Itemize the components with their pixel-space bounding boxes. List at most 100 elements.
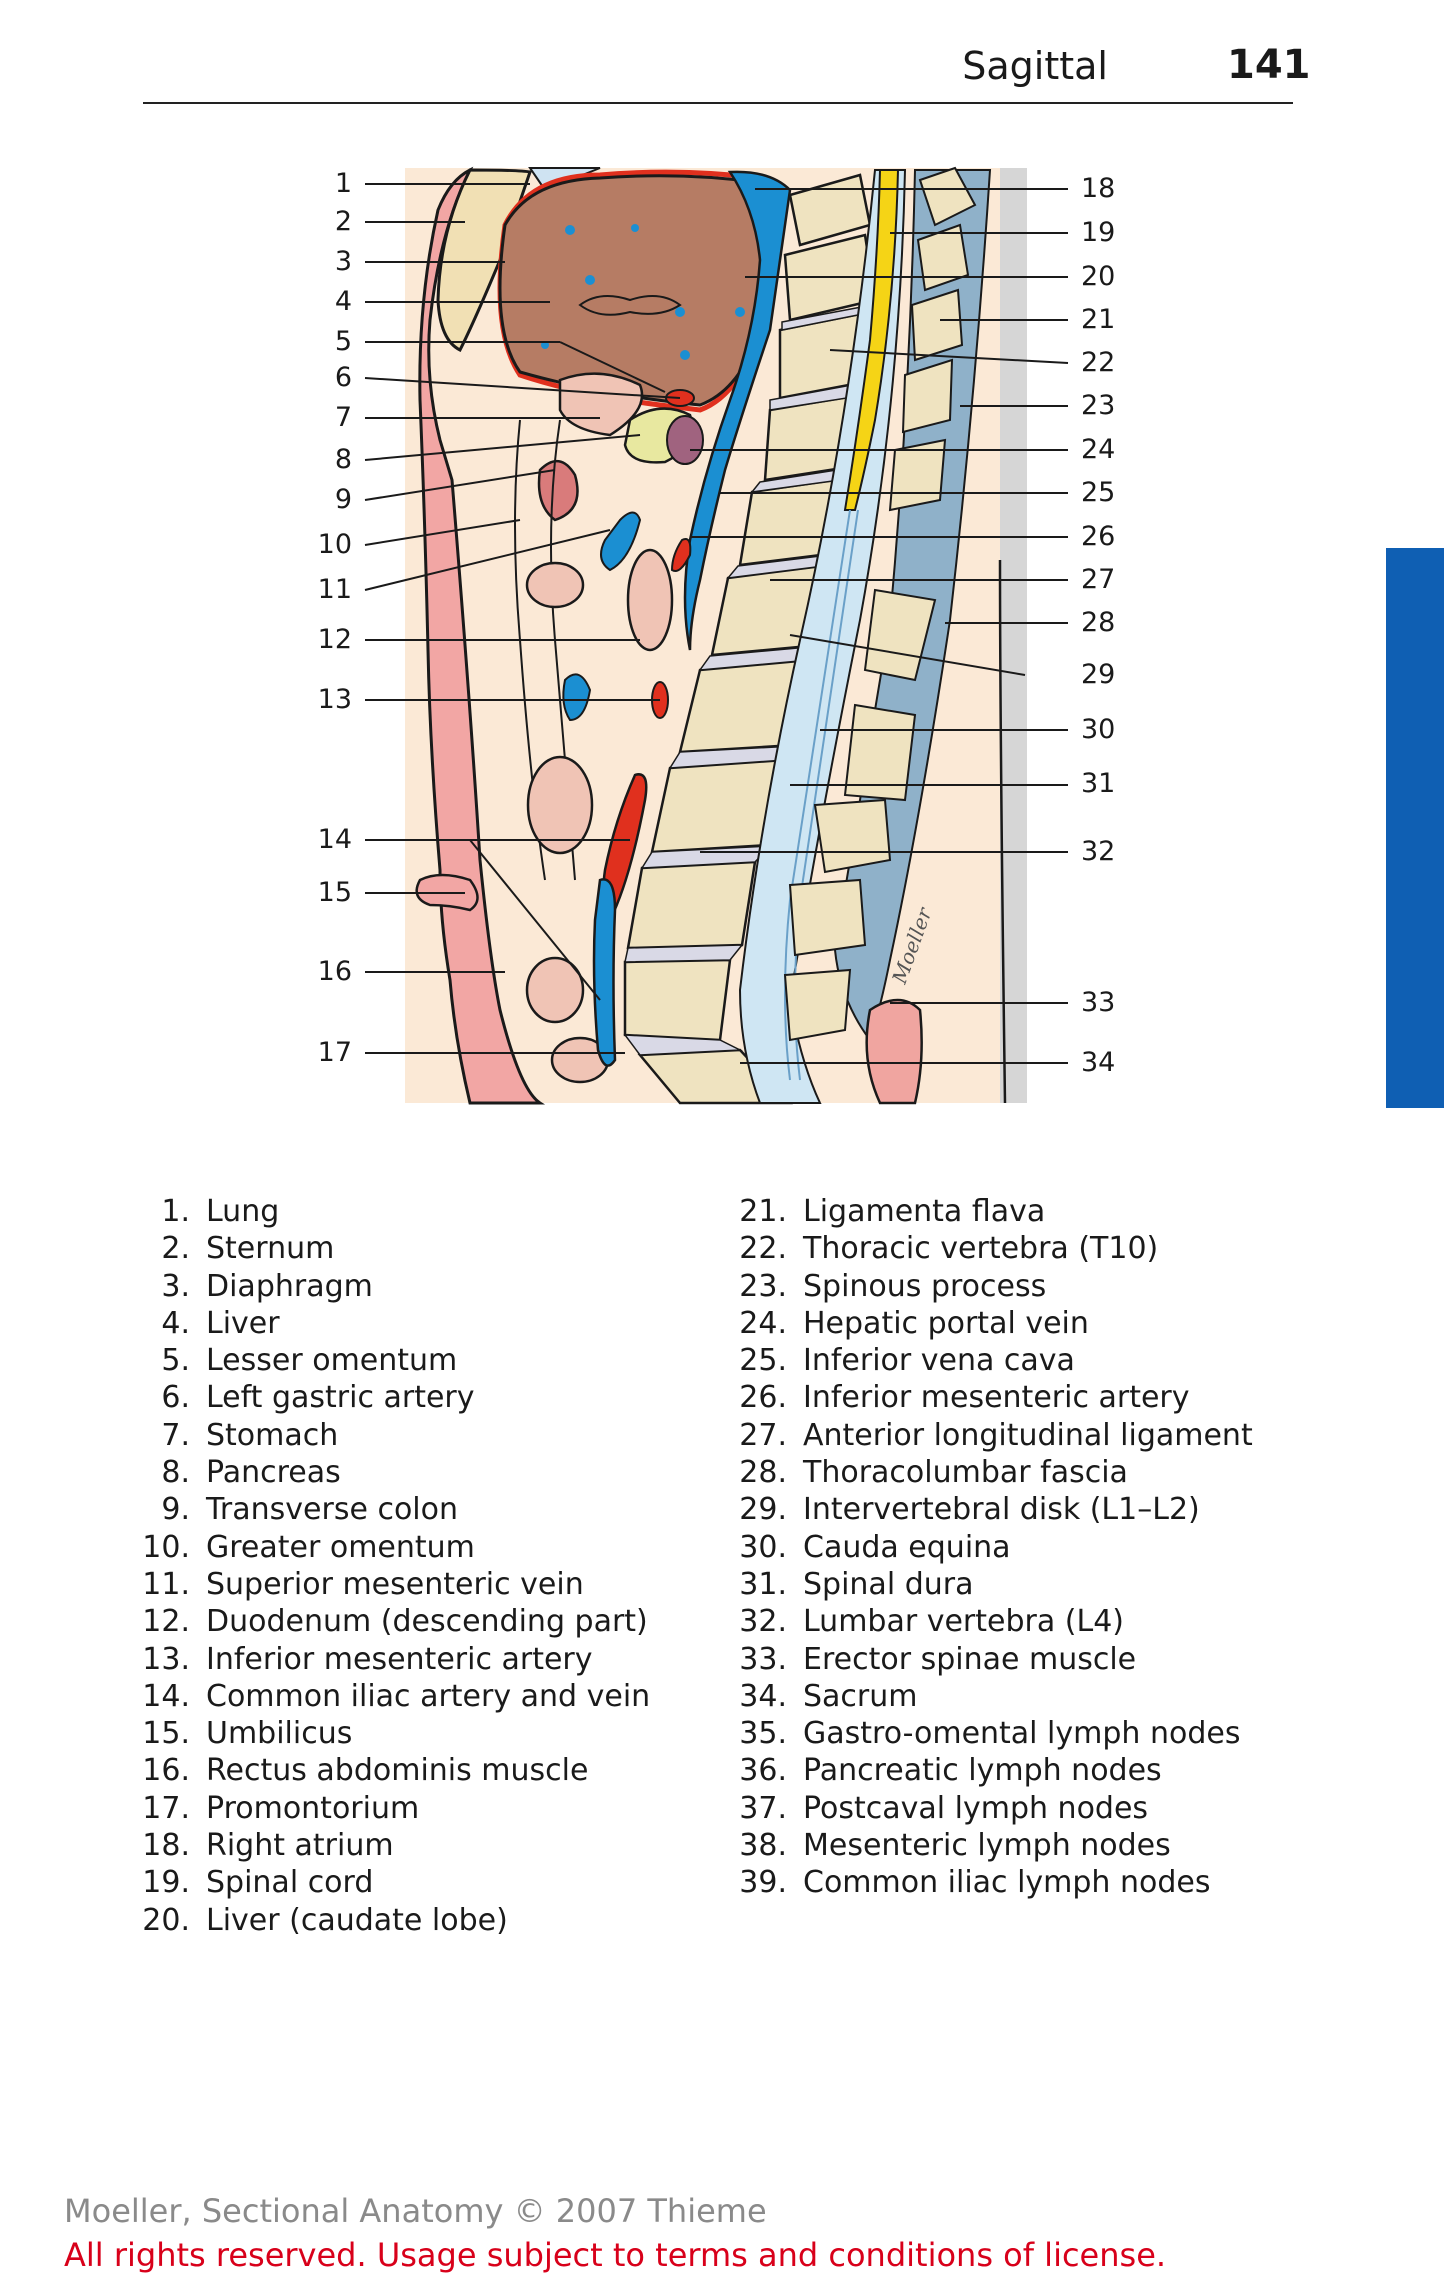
figure-label-11: 11 bbox=[317, 574, 352, 605]
legend-number: 21. bbox=[739, 1194, 787, 1229]
figure-label-26: 26 bbox=[1081, 521, 1116, 552]
leader-line bbox=[469, 839, 601, 1001]
legend-text: Inferior mesenteric artery bbox=[803, 1380, 1190, 1416]
legend-text: Spinous process bbox=[803, 1268, 1047, 1304]
legend-number: 13. bbox=[142, 1641, 190, 1677]
legend-item: 4.Liver bbox=[128, 1305, 650, 1342]
legend-item: 38.Mesenteric lymph nodes bbox=[725, 1827, 1253, 1864]
duodenum bbox=[626, 548, 674, 652]
intervertebral-disk bbox=[623, 1034, 743, 1056]
legend-item: 1.Lung bbox=[128, 1193, 650, 1230]
spinous-process bbox=[916, 223, 970, 292]
legend-number: 29. bbox=[739, 1492, 787, 1528]
figure-label-14: 14 bbox=[317, 824, 352, 855]
intervertebral-disk bbox=[624, 944, 744, 963]
superior-mesenteric-vein bbox=[600, 511, 642, 572]
figure-label-17: 17 bbox=[317, 1037, 352, 1068]
legend-text: Inferior mesenteric artery bbox=[206, 1641, 593, 1677]
mesenteric-vein bbox=[562, 673, 592, 722]
page-section-title: Sagittal bbox=[962, 44, 1108, 88]
cauda-equina bbox=[784, 509, 851, 1081]
common-iliac-vein bbox=[592, 878, 617, 1067]
figure-label-15: 15 bbox=[317, 877, 352, 908]
liver-vessel bbox=[565, 225, 575, 235]
legend-number: 10. bbox=[142, 1529, 190, 1565]
legend-item: 3.Diaphragm bbox=[128, 1268, 650, 1305]
inferior-mesenteric-artery-upper bbox=[670, 538, 692, 572]
legend-item: 26.Inferior mesenteric artery bbox=[725, 1379, 1253, 1416]
legend-item: 35.Gastro-omental lymph nodes bbox=[725, 1715, 1253, 1752]
legend-text: Hepatic portal vein bbox=[803, 1305, 1089, 1341]
chapter-tab bbox=[1386, 548, 1444, 1108]
spinous-process bbox=[783, 968, 852, 1042]
legend-item: 17.Promontorium bbox=[128, 1790, 650, 1827]
figure-label-27: 27 bbox=[1081, 564, 1116, 595]
legend-text: Liver (caudate lobe) bbox=[206, 1902, 508, 1938]
legend-item: 8.Pancreas bbox=[128, 1454, 650, 1491]
spinous-process bbox=[813, 798, 892, 874]
erector-spinae-muscle bbox=[865, 998, 923, 1105]
legend-item: 20.Liver (caudate lobe) bbox=[128, 1902, 650, 1939]
legend-column-1: 1.Lung 2.Sternum 3.Diaphragm 4.Liver 5.L… bbox=[128, 1193, 650, 1939]
liver-vessel bbox=[631, 224, 639, 232]
bowel-loop bbox=[525, 956, 585, 1024]
liver-vessel bbox=[675, 307, 685, 317]
legend-number: 23. bbox=[739, 1268, 787, 1304]
legend-number: 11. bbox=[142, 1566, 190, 1602]
legend-text: Erector spinae muscle bbox=[803, 1641, 1137, 1677]
figure-label-20: 20 bbox=[1081, 261, 1116, 292]
legend-item: 22.Thoracic vertebra (T10) bbox=[725, 1230, 1253, 1267]
spinous-processes bbox=[783, 166, 977, 1042]
legend-number: 31. bbox=[739, 1566, 787, 1602]
leader-line bbox=[789, 634, 1026, 676]
rights-notice: All rights reserved. Usage subject to te… bbox=[64, 2236, 1167, 2274]
figure-label-13: 13 bbox=[317, 684, 352, 715]
legend-text: Postcaval lymph nodes bbox=[803, 1790, 1149, 1826]
legend-number: 12. bbox=[142, 1604, 190, 1640]
legend-item: 27.Anterior longitudinal ligament bbox=[725, 1417, 1253, 1454]
legend-text: Stomach bbox=[206, 1417, 339, 1453]
spinous-process bbox=[788, 878, 867, 957]
legend-number: 33. bbox=[739, 1641, 787, 1677]
leader-line bbox=[364, 434, 641, 461]
legend-column-2: 21. Ligamenta flava 22.Thoracic vertebra … bbox=[725, 1193, 1253, 1902]
legend-text: Inferior vena cava bbox=[803, 1343, 1075, 1379]
legend-number: 16. bbox=[142, 1753, 190, 1789]
legend-item: 39.Common iliac lymph nodes bbox=[725, 1864, 1253, 1901]
legend-text: Pancreatic lymph nodes bbox=[803, 1753, 1162, 1789]
figure-label-24: 24 bbox=[1081, 434, 1116, 465]
left-leader-lines bbox=[364, 183, 681, 1054]
legend-text: Thoracolumbar fascia bbox=[803, 1455, 1128, 1491]
legend-text: Ligamenta flava bbox=[803, 1194, 1046, 1229]
legend-text: Superior mesenteric vein bbox=[206, 1566, 584, 1602]
legend-text: Sacrum bbox=[803, 1678, 918, 1714]
legend-number: 3. bbox=[161, 1268, 190, 1304]
legend-number: 7. bbox=[161, 1417, 190, 1453]
legend-item: 33. Erector spinae muscle bbox=[725, 1641, 1253, 1678]
figure-label-34: 34 bbox=[1081, 1047, 1116, 1078]
legend-item: 23. Spinous process bbox=[725, 1268, 1253, 1305]
legend-item: 28.Thoracolumbar fascia bbox=[725, 1454, 1253, 1491]
legend-text: Spinal dura bbox=[803, 1566, 974, 1602]
figure-label-25: 25 bbox=[1081, 477, 1116, 508]
legend-item: 29.Intervertebral disk (L1–L2) bbox=[725, 1491, 1253, 1528]
legend-text: Umbilicus bbox=[206, 1716, 353, 1752]
legend-text: Anterior longitudinal ligament bbox=[803, 1417, 1253, 1453]
leader-line bbox=[364, 529, 611, 591]
legend-text: Liver bbox=[206, 1305, 280, 1341]
legend-text: Pancreas bbox=[206, 1455, 341, 1491]
figure-label-1: 1 bbox=[334, 168, 352, 199]
legend-item: 9.Transverse colon bbox=[128, 1491, 650, 1528]
legend-text: Lumbar vertebra (L4) bbox=[803, 1604, 1124, 1640]
legend-number: 5. bbox=[161, 1343, 190, 1379]
legend-item: 34.Sacrum bbox=[725, 1678, 1253, 1715]
back-skin bbox=[1000, 168, 1027, 1103]
legend-text: Lung bbox=[206, 1194, 280, 1229]
legend-number: 35. bbox=[739, 1716, 787, 1752]
legend-number: 14. bbox=[142, 1678, 190, 1714]
legend-item: 12.Duodenum (descending part) bbox=[128, 1603, 650, 1640]
figure-label-31: 31 bbox=[1081, 768, 1116, 799]
figure-label-8: 8 bbox=[334, 444, 352, 475]
hepatic-portal-vein bbox=[666, 415, 704, 465]
legend-item: 6.Left gastric artery bbox=[128, 1379, 650, 1416]
